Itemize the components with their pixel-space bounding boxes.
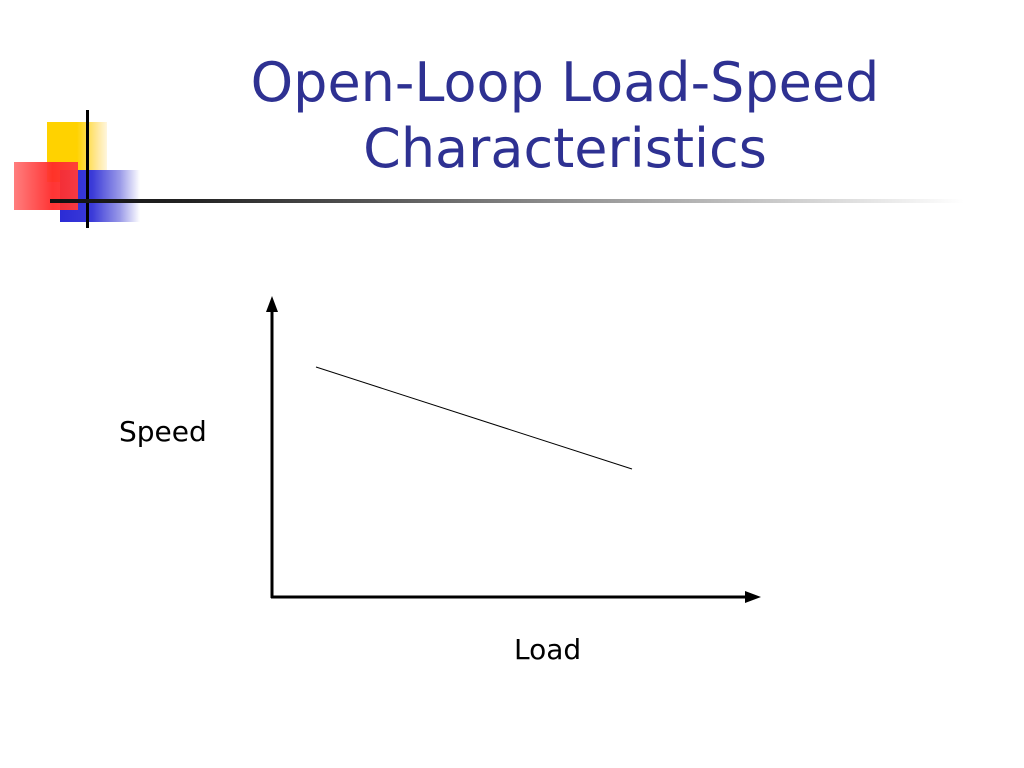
title-underline [50, 199, 964, 203]
x-axis-label: Load [514, 633, 582, 666]
logo-vertical-line [86, 110, 89, 228]
y-axis-arrowhead [266, 296, 278, 312]
page-title: Open-Loop Load-Speed Characteristics [200, 50, 930, 182]
title-line-1: Open-Loop Load-Speed [250, 51, 880, 114]
load-speed-line [315, 366, 633, 470]
x-axis-arrowhead [745, 591, 761, 603]
y-axis-label: Speed [119, 415, 207, 448]
corner-logo [0, 0, 160, 240]
title-line-2: Characteristics [363, 117, 767, 180]
